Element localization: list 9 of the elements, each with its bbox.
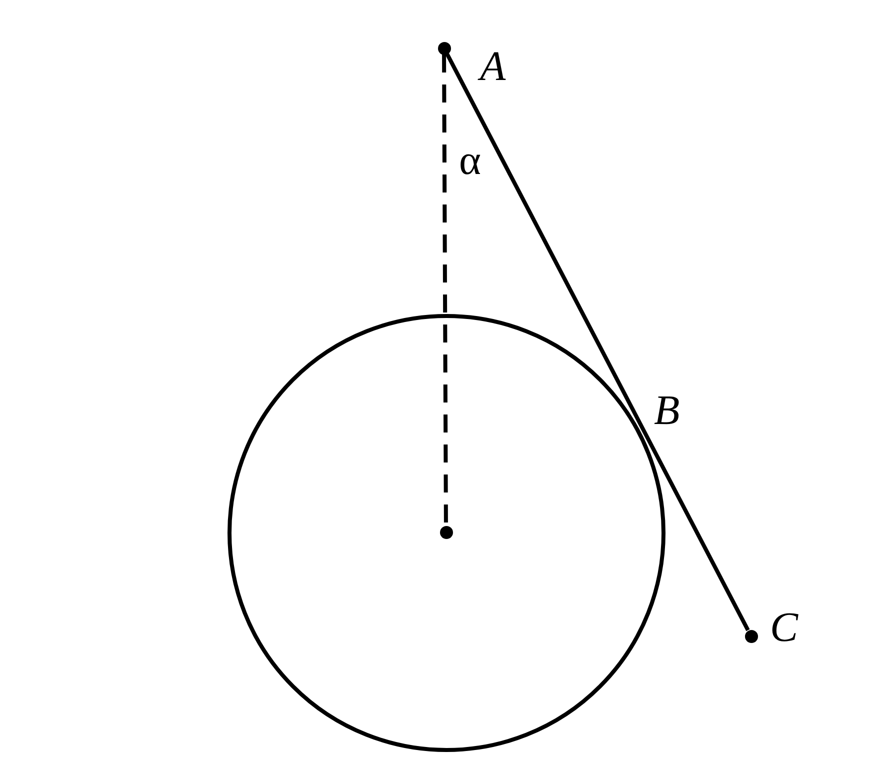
point-label: B [654,390,680,432]
point-dot [744,630,758,642]
point-dot [440,526,452,538]
line-segment [445,52,750,632]
angle-label: α [459,140,482,182]
point-dot [438,42,450,54]
dashed-line [442,54,448,526]
point-label: C [770,607,798,649]
point-label: A [480,46,506,88]
